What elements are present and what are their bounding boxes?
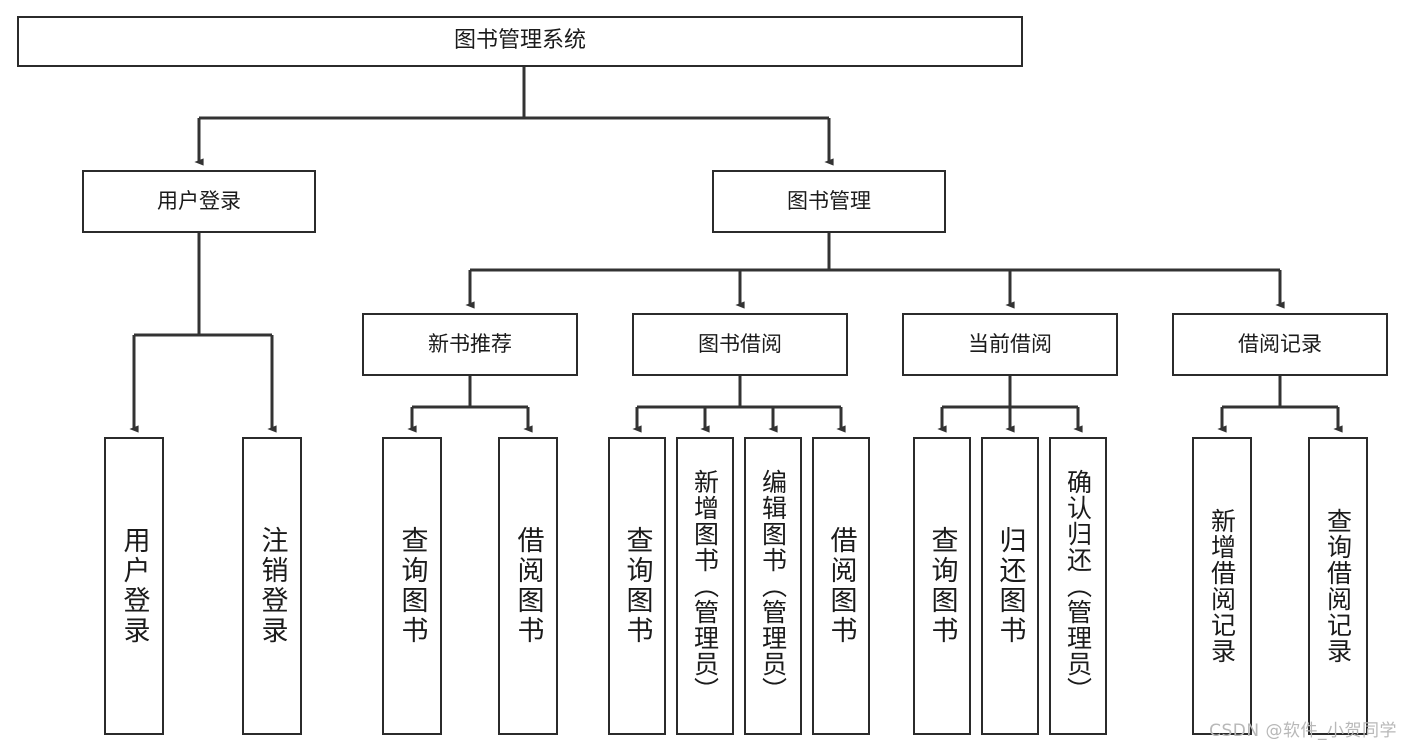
node-borrow-record-label: 借阅记录 (1238, 331, 1322, 356)
leaf-query-record-label: 查询借阅记录 (1323, 508, 1353, 664)
leaf-query-book-1[interactable]: 查询图书 (382, 437, 442, 735)
node-book-manage-label: 图书管理 (787, 188, 871, 213)
node-current-borrow-label: 当前借阅 (968, 331, 1052, 356)
node-new-book-recommend[interactable]: 新书推荐 (362, 313, 578, 376)
leaf-borrow-book-2-label: 借阅图书 (825, 526, 857, 646)
leaf-user-login-label: 用户登录 (118, 526, 150, 646)
leaf-logout[interactable]: 注销登录 (242, 437, 302, 735)
leaf-confirm-return[interactable]: 确认归还（管理员） (1049, 437, 1107, 735)
leaf-return-book[interactable]: 归还图书 (981, 437, 1039, 735)
leaf-edit-book[interactable]: 编辑图书（管理员） (744, 437, 802, 735)
node-root[interactable]: 图书管理系统 (17, 16, 1023, 67)
node-current-borrow[interactable]: 当前借阅 (902, 313, 1118, 376)
node-borrow-record[interactable]: 借阅记录 (1172, 313, 1388, 376)
node-user-login[interactable]: 用户登录 (82, 170, 316, 233)
leaf-edit-book-label: 编辑图书（管理员） (758, 469, 788, 703)
leaf-add-record-label: 新增借阅记录 (1207, 508, 1237, 664)
node-book-borrow-label: 图书借阅 (698, 331, 782, 356)
leaf-query-book-1-label: 查询图书 (396, 526, 428, 646)
leaf-query-book-2-label: 查询图书 (621, 526, 653, 646)
leaf-query-book-2[interactable]: 查询图书 (608, 437, 666, 735)
node-book-borrow[interactable]: 图书借阅 (632, 313, 848, 376)
leaf-query-book-3[interactable]: 查询图书 (913, 437, 971, 735)
leaf-add-record[interactable]: 新增借阅记录 (1192, 437, 1252, 735)
node-new-book-recommend-label: 新书推荐 (428, 331, 512, 356)
leaf-add-book[interactable]: 新增图书（管理员） (676, 437, 734, 735)
leaf-logout-label: 注销登录 (256, 526, 288, 646)
csdn-watermark: CSDN @软件_小贺同学 (1209, 721, 1397, 741)
leaf-query-record[interactable]: 查询借阅记录 (1308, 437, 1368, 735)
node-book-manage[interactable]: 图书管理 (712, 170, 946, 233)
node-root-label: 图书管理系统 (453, 28, 586, 54)
leaf-borrow-book-1-label: 借阅图书 (512, 526, 544, 646)
leaf-return-book-label: 归还图书 (994, 526, 1026, 646)
leaf-confirm-return-label: 确认归还（管理员） (1063, 469, 1093, 703)
leaf-borrow-book-2[interactable]: 借阅图书 (812, 437, 870, 735)
leaf-add-book-label: 新增图书（管理员） (690, 469, 720, 703)
leaf-borrow-book-1[interactable]: 借阅图书 (498, 437, 558, 735)
leaf-user-login[interactable]: 用户登录 (104, 437, 164, 735)
leaf-query-book-3-label: 查询图书 (926, 526, 958, 646)
node-user-login-label: 用户登录 (157, 188, 241, 213)
